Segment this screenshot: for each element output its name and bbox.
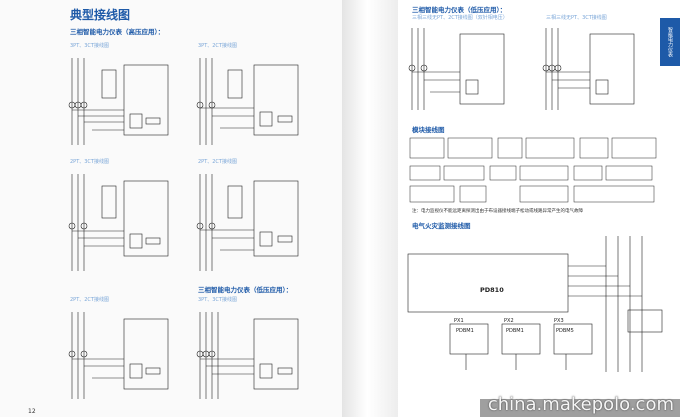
low-voltage-heading: 三相智能电力仪表（低压应用）： — [198, 286, 293, 294]
device-label: PD810 — [480, 286, 504, 294]
wiring-diagram — [538, 22, 656, 114]
watermark-bar — [480, 399, 680, 417]
high-voltage-heading: 三相智能电力仪表（高压应用）： — [70, 28, 165, 36]
left-page: 典型接线图 三相智能电力仪表（高压应用）： 3PT、3CT接线图 3PT、2CT… — [28, 8, 320, 415]
module-heading: 模块接线图 — [412, 126, 445, 134]
px-label: PX1 — [454, 318, 464, 324]
right-page: 三相智能电力仪表（低压应用）： 三相三线无PT、2CT接线图（双针相电压） 三相… — [398, 0, 680, 417]
diagram-label: 三相三线无PT、2CT接线图（双针相电压） — [412, 15, 508, 21]
wiring-diagram — [62, 166, 184, 276]
module-label: PDBM5 — [556, 328, 574, 334]
px-label: PX2 — [504, 318, 514, 324]
diagram-label: 3PT、2CT接线图 — [198, 43, 237, 49]
fire-monitor-heading: 电气火灾监测接线图 — [412, 222, 471, 230]
diagram-label: 3PT、3CT接线图 — [70, 43, 109, 49]
module-label: PDBM1 — [456, 328, 474, 334]
diagram-label: 2PT、3CT接线图 — [70, 159, 109, 165]
wiring-diagram — [190, 304, 320, 404]
page-title: 典型接线图 — [70, 8, 131, 22]
note-text: 注：电力监视仪不能远距离探测出由于布设器接线端子松动或线路异常产生的电气故障 — [412, 209, 583, 214]
wiring-diagram — [190, 50, 320, 150]
diagram-label: 3PT、3CT接线图 — [198, 297, 237, 303]
wiring-diagram — [190, 166, 320, 276]
diagram-label: 三相三线无PT、3CT接线图 — [546, 15, 607, 21]
module-wiring-diagram — [408, 134, 658, 206]
wiring-diagram — [404, 22, 532, 114]
module-label: PDBM1 — [506, 328, 524, 334]
diagram-label: 2PT、2CT接线图 — [198, 159, 237, 165]
fire-monitor-diagram — [406, 232, 674, 382]
wiring-diagram — [62, 50, 184, 150]
wiring-diagram — [62, 304, 184, 404]
low-voltage-heading: 三相智能电力仪表（低压应用）： — [412, 6, 507, 14]
px-label: PX3 — [554, 318, 564, 324]
side-tab: 智能电力仪表 — [660, 18, 680, 66]
diagram-label: 2PT、2CT接线图 — [70, 297, 109, 303]
page-number: 12 — [28, 408, 36, 415]
book-gutter — [342, 0, 398, 417]
watermark-text: china.makepolo.com — [487, 394, 674, 415]
